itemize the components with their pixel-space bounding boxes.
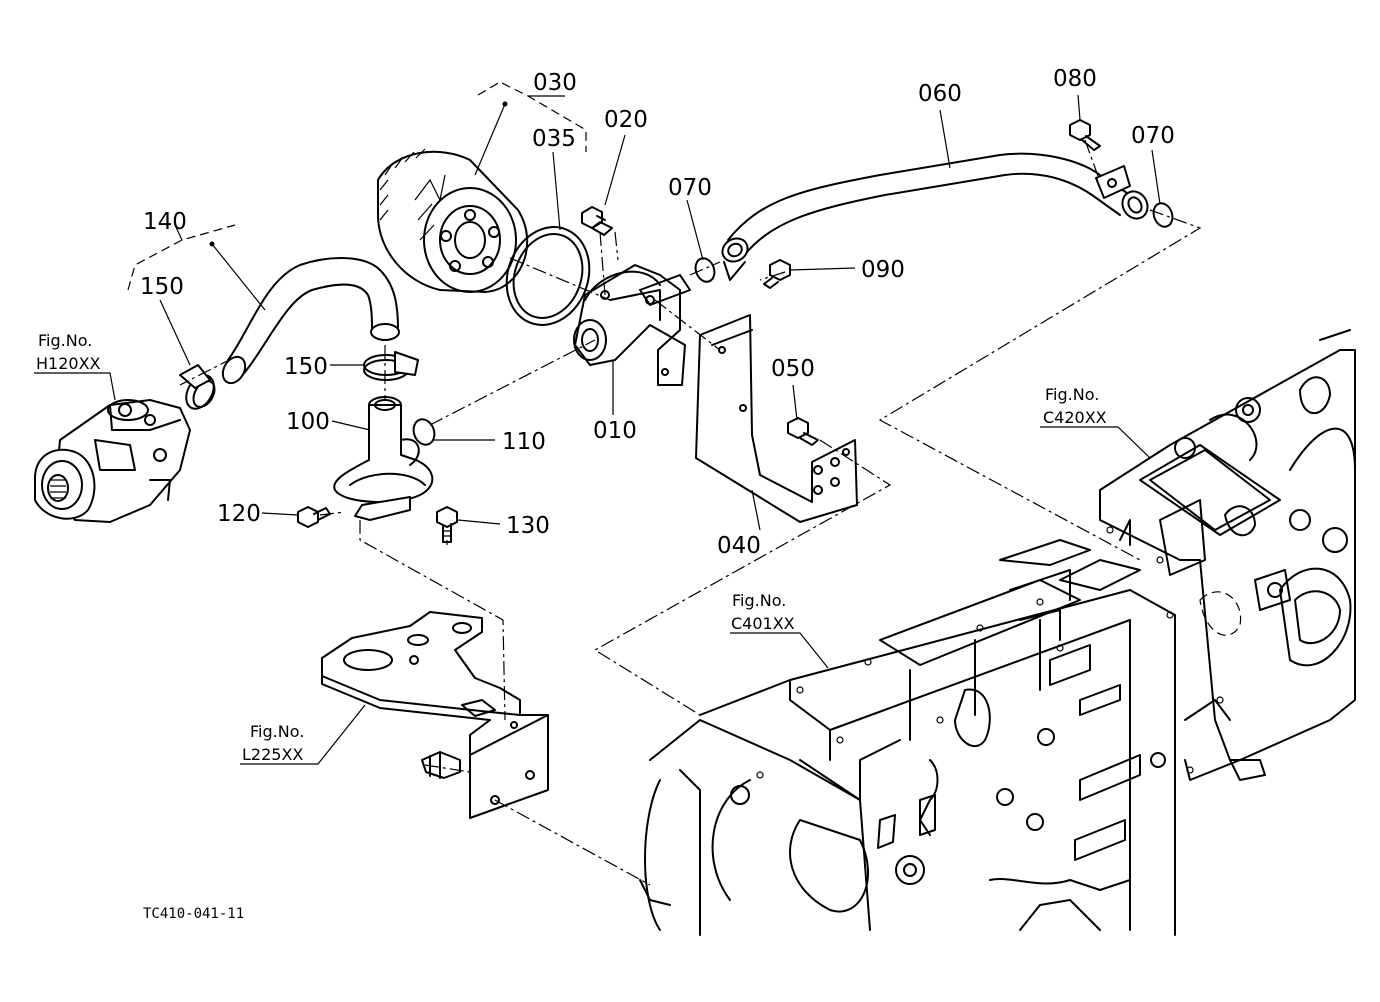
bracket-040-drawing [695,314,858,523]
o-ring-070-right-drawing [1152,202,1174,228]
label-140: 140 [143,209,187,235]
label-010: 010 [593,418,637,444]
fig-ref-l225-code[interactable]: L225XX [242,745,303,764]
drawing-code: TC410-041-11 [143,906,244,922]
fig-ref-c401-caption: Fig.No. [732,591,786,610]
label-070-right: 070 [1131,123,1175,149]
label-035: 035 [532,126,576,152]
o-ring-070-left-drawing [694,257,716,283]
label-150-left: 150 [140,274,184,300]
fig-ref-c420-caption: Fig.No. [1045,385,1099,404]
part-labels: 010 020 030 035 040 050 060 070 070 080 … [140,66,1175,559]
label-030: 030 [533,70,577,96]
bolt-130-drawing [436,506,458,543]
label-050: 050 [771,356,815,382]
label-120: 120 [217,501,261,527]
clutch-housing-drawing [1099,329,1356,781]
fig-ref-c420-code[interactable]: C420XX [1043,408,1107,427]
hydraulic-pump-drawing [34,399,191,523]
suction-pipe-100-drawing [333,396,434,521]
bolt-020-drawing [581,206,613,236]
label-080: 080 [1053,66,1097,92]
fig-ref-c401-code[interactable]: C401XX [731,614,795,633]
bolt-120-drawing [297,506,331,528]
clamp-150-left-drawing [179,364,216,410]
label-110: 110 [502,429,546,455]
label-100: 100 [286,409,330,435]
hose-140-drawing [221,257,400,385]
label-150-right: 150 [284,354,328,380]
filter-head-010-drawing [573,264,691,386]
assembly-lines [179,139,1202,886]
label-040: 040 [717,533,761,559]
transmission-case-drawing [639,539,1176,936]
o-ring-110-drawing [412,418,436,446]
fig-ref-h120-caption: Fig.No. [38,331,92,350]
leader-lines [34,81,1161,765]
label-060: 060 [918,81,962,107]
label-070-left: 070 [668,175,712,201]
bolt-080-drawing [1069,119,1101,151]
fig-ref-l225-caption: Fig.No. [250,722,304,741]
figure-references: Fig.No. H120XX Fig.No. C420XX Fig.No. C4… [36,331,1107,764]
bolt-050-drawing [787,417,819,446]
label-090: 090 [861,257,905,283]
oil-filter-030-drawing [377,148,529,293]
label-020: 020 [604,107,648,133]
pipe-060-drawing [721,152,1149,281]
label-130: 130 [506,513,550,539]
clamp-150-right-drawing [363,351,419,381]
bracket-plate-drawing [321,611,549,819]
fig-ref-h120-code[interactable]: H120XX [36,354,101,373]
